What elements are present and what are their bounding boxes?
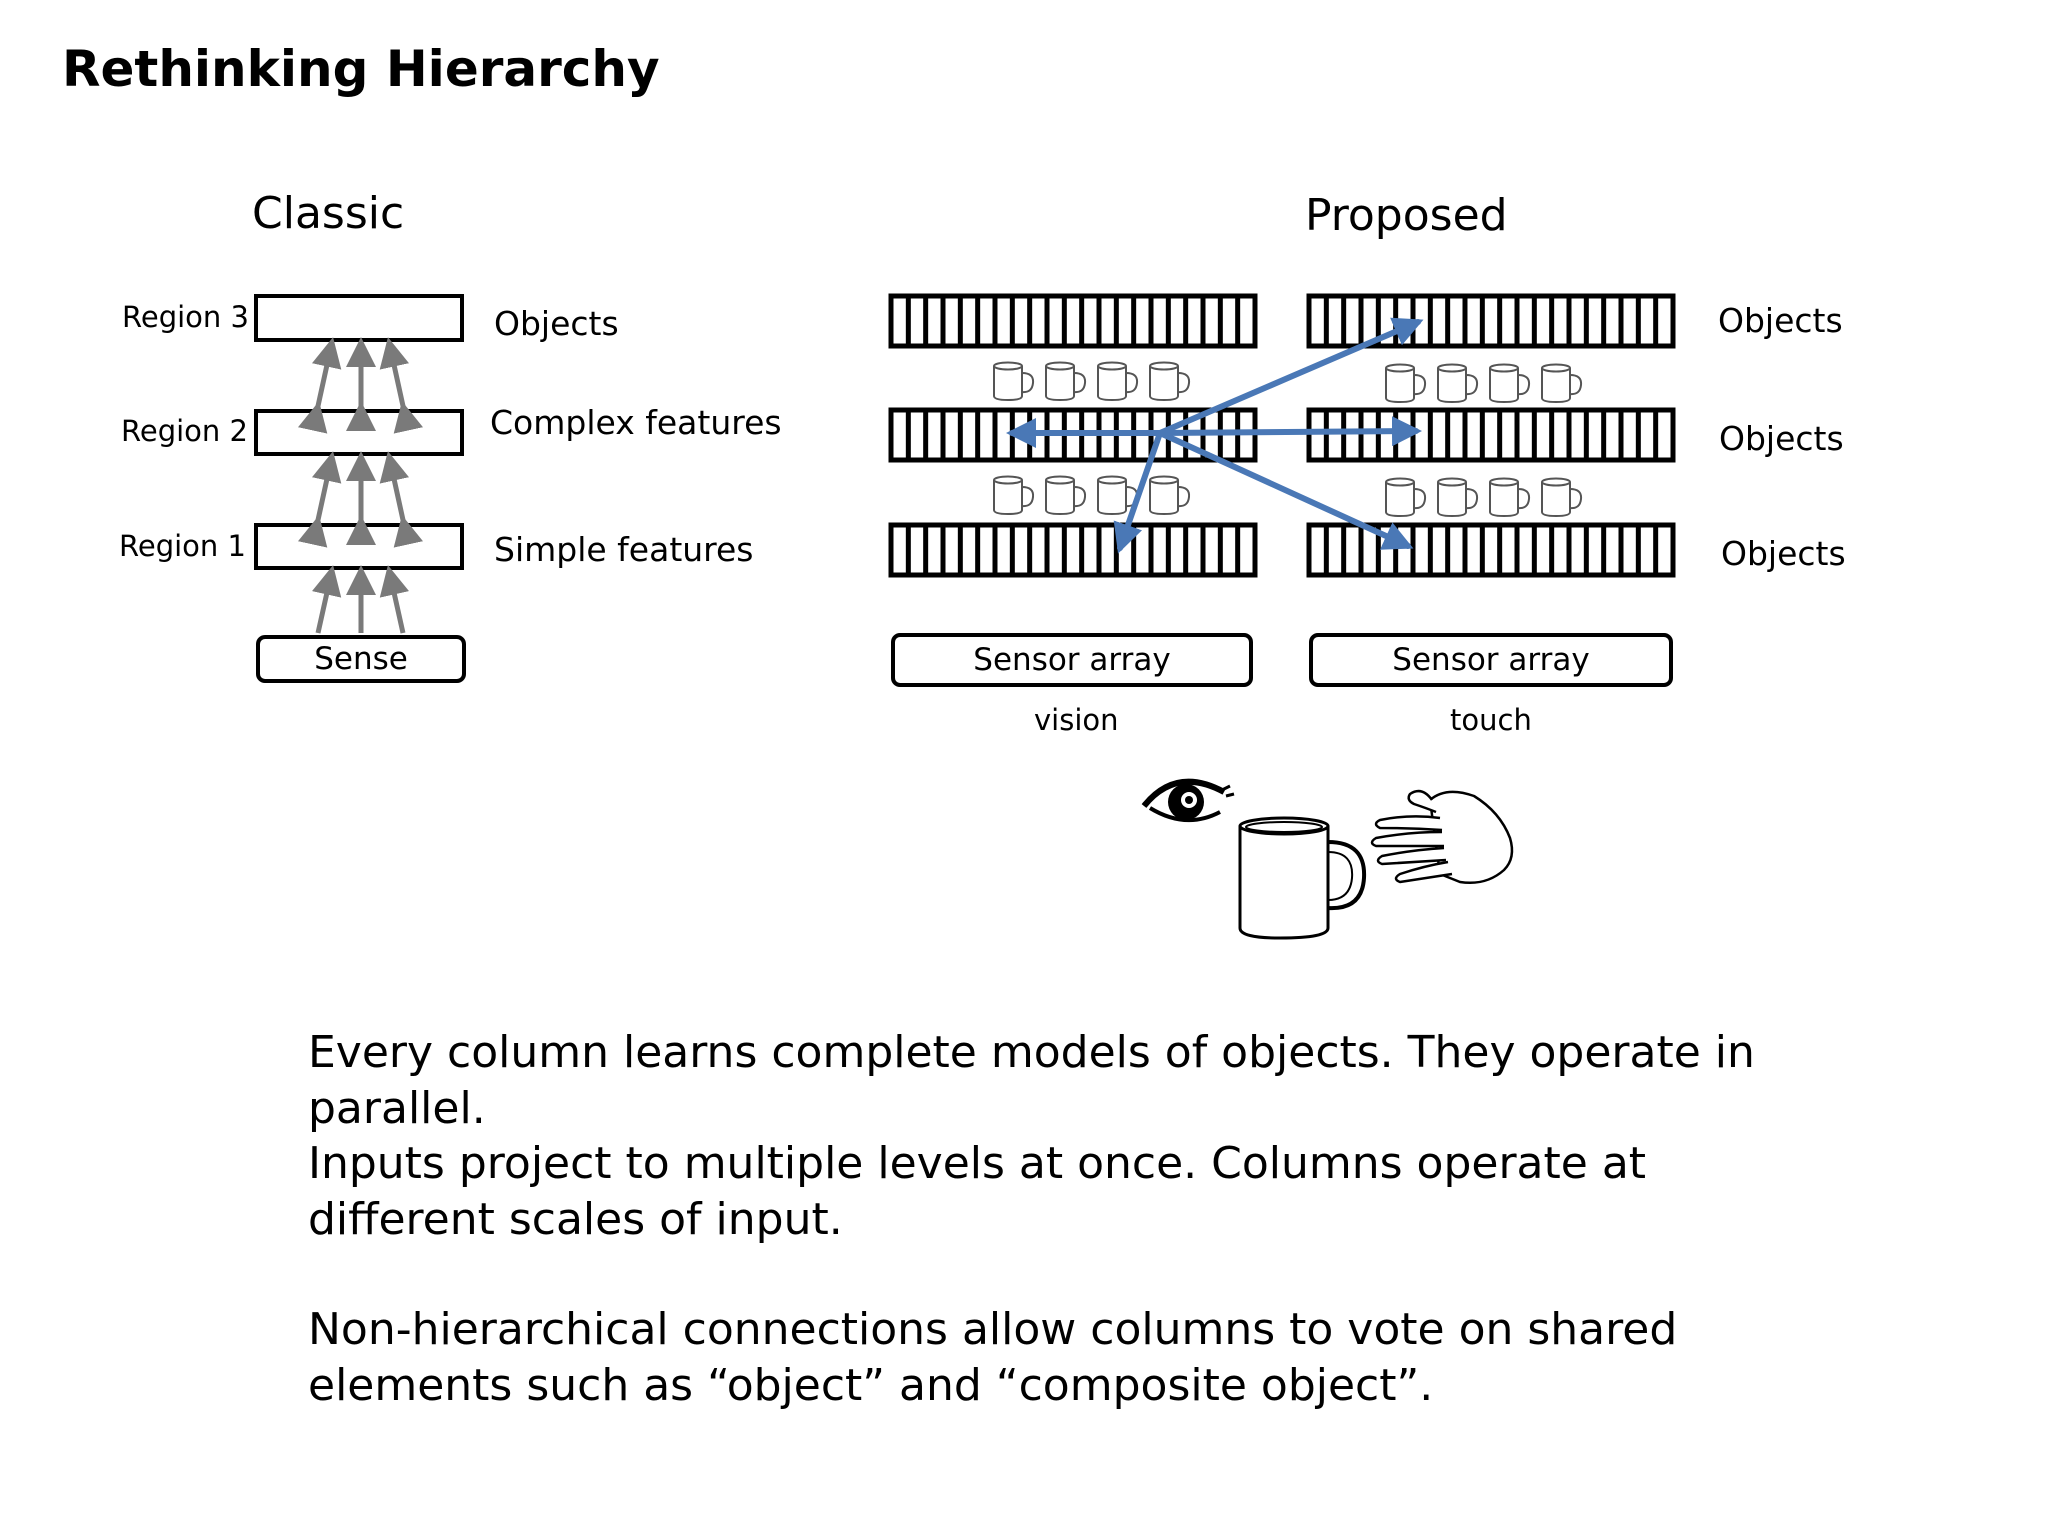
cortical-column-strip xyxy=(888,293,1258,349)
complex-features-label: Complex features xyxy=(490,403,782,442)
eye-icon xyxy=(1141,778,1235,823)
cortical-column-strip xyxy=(1306,407,1676,463)
mug-icon xyxy=(1149,475,1191,516)
mug-icon xyxy=(1045,361,1087,402)
mug-icon xyxy=(993,475,1035,516)
mug-icon xyxy=(1541,363,1583,404)
mug-icon xyxy=(1385,363,1427,404)
mug-icon xyxy=(1437,363,1479,404)
simple-features-label: Simple features xyxy=(494,530,754,569)
cortical-column-strip xyxy=(888,522,1258,578)
region-1-label: Region 1 xyxy=(119,529,246,563)
cortical-column-strip xyxy=(1306,522,1676,578)
mug-icon xyxy=(993,361,1035,402)
cortical-column-strip xyxy=(1306,293,1676,349)
touch-sensor-array: Sensor array xyxy=(1309,633,1673,687)
mug-icon xyxy=(1437,477,1479,518)
bullet-2: Inputs project to multiple levels at onc… xyxy=(308,1138,1647,1245)
objects-level-1-label: Objects xyxy=(1721,534,1846,573)
mug-icon xyxy=(1149,361,1191,402)
page-title: Rethinking Hierarchy xyxy=(62,40,660,98)
mug-icon xyxy=(1045,475,1087,516)
touch-label: touch xyxy=(1450,703,1532,737)
hierarchy-arrows xyxy=(298,337,423,634)
objects-level-2-label: Objects xyxy=(1719,419,1844,458)
mug-icon xyxy=(1238,816,1367,940)
sense-box: Sense xyxy=(256,635,466,683)
region-2-label: Region 2 xyxy=(121,414,248,448)
mug-icon xyxy=(1385,477,1427,518)
objects-feature-label: Objects xyxy=(494,304,619,343)
classic-heading: Classic xyxy=(252,188,405,239)
bullet-1: Every column learns complete models of o… xyxy=(308,1027,1755,1134)
bullet-3: Non-hierarchical connections allow colum… xyxy=(308,1304,1678,1411)
voting-arrows xyxy=(1006,317,1424,554)
hand-icon xyxy=(1370,789,1514,884)
vision-sensor-array: Sensor array xyxy=(891,633,1253,687)
mug-icon xyxy=(1097,361,1139,402)
mug-icon xyxy=(1489,477,1531,518)
mug-icon xyxy=(1489,363,1531,404)
region-3-label: Region 3 xyxy=(122,300,249,334)
proposed-heading: Proposed xyxy=(1305,190,1508,241)
mug-icon xyxy=(1541,477,1583,518)
vision-label: vision xyxy=(1034,703,1119,737)
objects-level-3-label: Objects xyxy=(1718,301,1843,340)
